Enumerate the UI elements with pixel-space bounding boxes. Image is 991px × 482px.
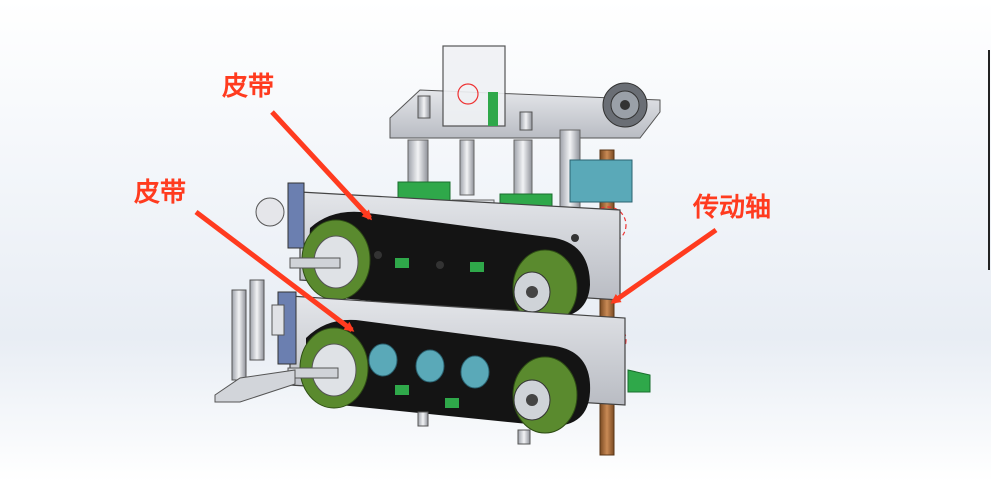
arrow-pointer-drive-shaft — [610, 227, 718, 305]
callout-belt-top: 皮带 — [222, 72, 275, 102]
viewport-edge — [988, 50, 990, 270]
arrow-pointer-belt-left — [194, 210, 355, 332]
arrow-pointer-belt-top — [270, 110, 373, 221]
callout-drive-shaft: 传动轴 — [693, 193, 772, 223]
upper-belt-unit — [255, 182, 621, 327]
side-bracket — [214, 279, 296, 403]
top-mount-plate — [389, 45, 661, 139]
lower-belt-unit — [277, 291, 651, 445]
callout-belt-left: 皮带 — [134, 178, 187, 208]
